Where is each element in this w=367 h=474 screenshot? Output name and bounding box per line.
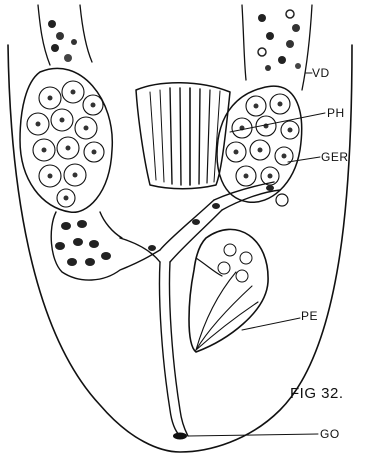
pharynx: [136, 83, 230, 189]
left-germarium: [20, 68, 112, 212]
left-vas-deferens: [38, 5, 92, 65]
genital-ducts: [120, 182, 288, 436]
label-ger: GER: [321, 150, 349, 164]
gonopore: [173, 433, 187, 440]
figure-label: FIG 32.: [290, 385, 344, 402]
label-go: GO: [320, 427, 340, 441]
right-vas-deferens: [242, 5, 312, 90]
left-lower-sac: [51, 212, 160, 280]
label-ph: PH: [327, 106, 345, 120]
label-pe: PE: [301, 309, 318, 323]
penis: [189, 229, 268, 352]
label-vd: VD: [312, 66, 330, 80]
